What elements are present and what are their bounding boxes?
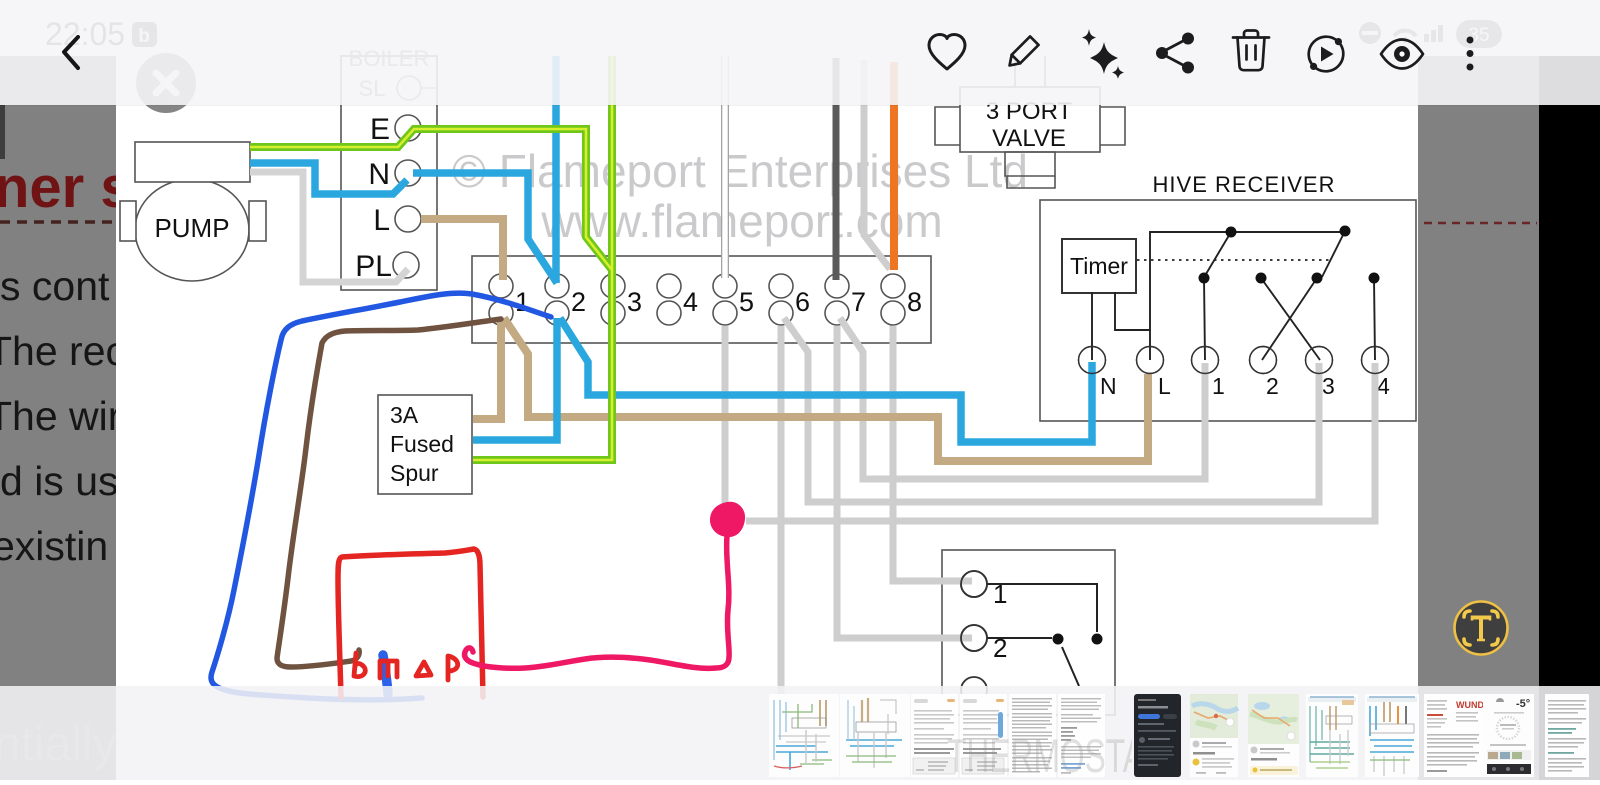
svg-text:1: 1 bbox=[993, 579, 1007, 609]
svg-text:existin: existin bbox=[0, 523, 108, 569]
svg-text:4: 4 bbox=[683, 287, 698, 317]
svg-text:L: L bbox=[1158, 373, 1171, 399]
svg-text:VALVE: VALVE bbox=[992, 125, 1066, 152]
svg-text:Fused: Fused bbox=[390, 431, 454, 457]
svg-text:HIVE RECEIVER: HIVE RECEIVER bbox=[1153, 172, 1336, 197]
svg-text:3: 3 bbox=[1322, 373, 1335, 399]
svg-text:2: 2 bbox=[1266, 373, 1279, 399]
svg-text:WUND: WUND bbox=[1456, 700, 1484, 710]
svg-text:d is us: d is us bbox=[0, 458, 119, 504]
svg-text:2: 2 bbox=[993, 633, 1007, 663]
svg-text:2: 2 bbox=[571, 287, 586, 317]
svg-text:s cont: s cont bbox=[0, 263, 110, 309]
svg-text:-5°: -5° bbox=[1516, 698, 1530, 710]
svg-text:4: 4 bbox=[1377, 373, 1390, 399]
svg-text:The rec: The rec bbox=[0, 328, 126, 374]
svg-text:8: 8 bbox=[907, 287, 922, 317]
svg-text:7: 7 bbox=[851, 287, 866, 317]
svg-text:PL: PL bbox=[355, 250, 392, 283]
svg-text:PUMP: PUMP bbox=[154, 213, 229, 243]
svg-text:N: N bbox=[368, 158, 390, 191]
svg-text:Spur: Spur bbox=[390, 460, 439, 486]
svg-text:L: L bbox=[373, 204, 390, 237]
svg-text:5: 5 bbox=[739, 287, 754, 317]
svg-text:© Flameport Enterprises Ltd: © Flameport Enterprises Ltd bbox=[452, 145, 1028, 197]
svg-text:www.flameport.com: www.flameport.com bbox=[540, 195, 942, 247]
svg-text:Timer: Timer bbox=[1070, 253, 1128, 279]
svg-text:1: 1 bbox=[1212, 373, 1225, 399]
svg-text:6: 6 bbox=[795, 287, 810, 317]
svg-text:1: 1 bbox=[515, 287, 530, 317]
svg-text:E: E bbox=[370, 113, 390, 146]
svg-text:THERMOSTAT: THERMOSTAT bbox=[947, 729, 1161, 780]
svg-text:ner s: ner s bbox=[0, 155, 133, 220]
svg-text:The wir: The wir bbox=[0, 393, 121, 439]
svg-text:3A: 3A bbox=[390, 402, 419, 428]
svg-text:3: 3 bbox=[627, 287, 642, 317]
svg-text:N: N bbox=[1100, 373, 1117, 399]
